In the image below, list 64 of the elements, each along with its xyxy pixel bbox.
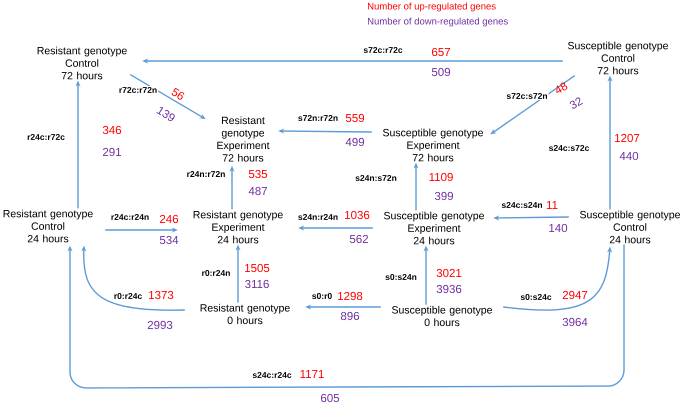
- gene-count: 140: [549, 224, 568, 232]
- gene-count: 56: [172, 88, 184, 100]
- gene-count: 291: [103, 148, 122, 156]
- edge-label: s0:r0: [310, 292, 334, 300]
- gene-count: 1036: [345, 210, 370, 220]
- edge-label: r72c:r72n: [118, 86, 158, 94]
- legend-text: Number of up-regulated genes: [368, 2, 496, 12]
- legend-text: Number of down-regulated genes: [368, 18, 508, 26]
- gene-count: 499: [346, 138, 364, 146]
- gene-count: 535: [248, 170, 268, 178]
- edge-label: s24c:s24n: [500, 201, 544, 209]
- genotype-label: Susceptible genotype 0 hours: [392, 306, 492, 326]
- genotype-label: Susceptible genotype Control 24 hours: [580, 210, 680, 244]
- gene-count: 11: [546, 201, 558, 209]
- genotype-label: Resistant genotype Experiment 24 hours: [194, 210, 283, 244]
- gene-count: 1505: [245, 264, 270, 272]
- genotype-label: Resistant genotype 0 hours: [200, 304, 290, 324]
- edge-label: s72n:r72n: [296, 114, 340, 122]
- gene-count: 3116: [245, 280, 269, 288]
- edge-label: r0:r24c: [112, 292, 144, 300]
- genotype-label: Resistant genotype Control 72 hours: [38, 46, 127, 80]
- genotype-label: Resistant genotype Experiment 72 hours: [217, 116, 270, 162]
- edge-label: s24c:r24c: [251, 371, 293, 379]
- gene-count: 3936: [436, 284, 462, 294]
- gene-count: 399: [434, 192, 454, 200]
- genotype-label: Resistant genotype Control 24 hours: [4, 210, 93, 242]
- genotype-label: Susceptible genotype Control 72 hours: [568, 42, 668, 74]
- gene-count: 509: [432, 68, 450, 76]
- arrow: [67, 244, 625, 389]
- edge-label: s0:s24n: [384, 273, 418, 281]
- gene-count: 1109: [430, 172, 453, 182]
- gene-count: 605: [321, 394, 340, 402]
- gene-count: 346: [102, 126, 122, 134]
- gene-count: 896: [340, 312, 360, 320]
- edge-label: r24n:r72n: [186, 170, 226, 178]
- gene-count: 246: [160, 214, 178, 224]
- edge-label: r24c:r24n: [110, 213, 150, 221]
- gene-count: 1298: [338, 292, 362, 300]
- gene-count: 1373: [149, 290, 174, 300]
- edge-label: s0:s24c: [519, 293, 553, 301]
- gene-count: 139: [156, 107, 175, 122]
- edge-label: s24c:s72c: [548, 144, 590, 152]
- edge-label: s72c:r72c: [362, 46, 404, 54]
- gene-count: 2947: [562, 290, 588, 300]
- gene-count: 32: [570, 97, 584, 109]
- gene-count: 562: [350, 234, 368, 244]
- gene-count: 48: [556, 82, 568, 93]
- gene-count: 2993: [148, 320, 172, 330]
- genotype-label: Susceptible genotype Experiment 24 hours: [384, 212, 484, 244]
- gene-count: 487: [248, 186, 268, 196]
- edge-label: r24c:r72c: [26, 133, 66, 141]
- edge-label: r0:r24n: [200, 269, 232, 277]
- gene-count: 440: [620, 152, 638, 160]
- gene-count: 3021: [436, 268, 462, 278]
- gene-count: 1171: [300, 370, 324, 378]
- genotype-label: Susceptible genotype Experiment 72 hours: [382, 128, 483, 162]
- edge-label: s24n:r24n: [296, 213, 340, 221]
- gene-count: 3964: [562, 318, 588, 326]
- gene-count: 1207: [615, 134, 640, 142]
- gene-count: 559: [346, 114, 364, 122]
- edge-label: s24n:s72n: [354, 174, 398, 182]
- gene-count: 534: [160, 236, 178, 244]
- edge-label: s72c:s72n: [505, 92, 549, 100]
- gene-count: 657: [432, 48, 450, 56]
